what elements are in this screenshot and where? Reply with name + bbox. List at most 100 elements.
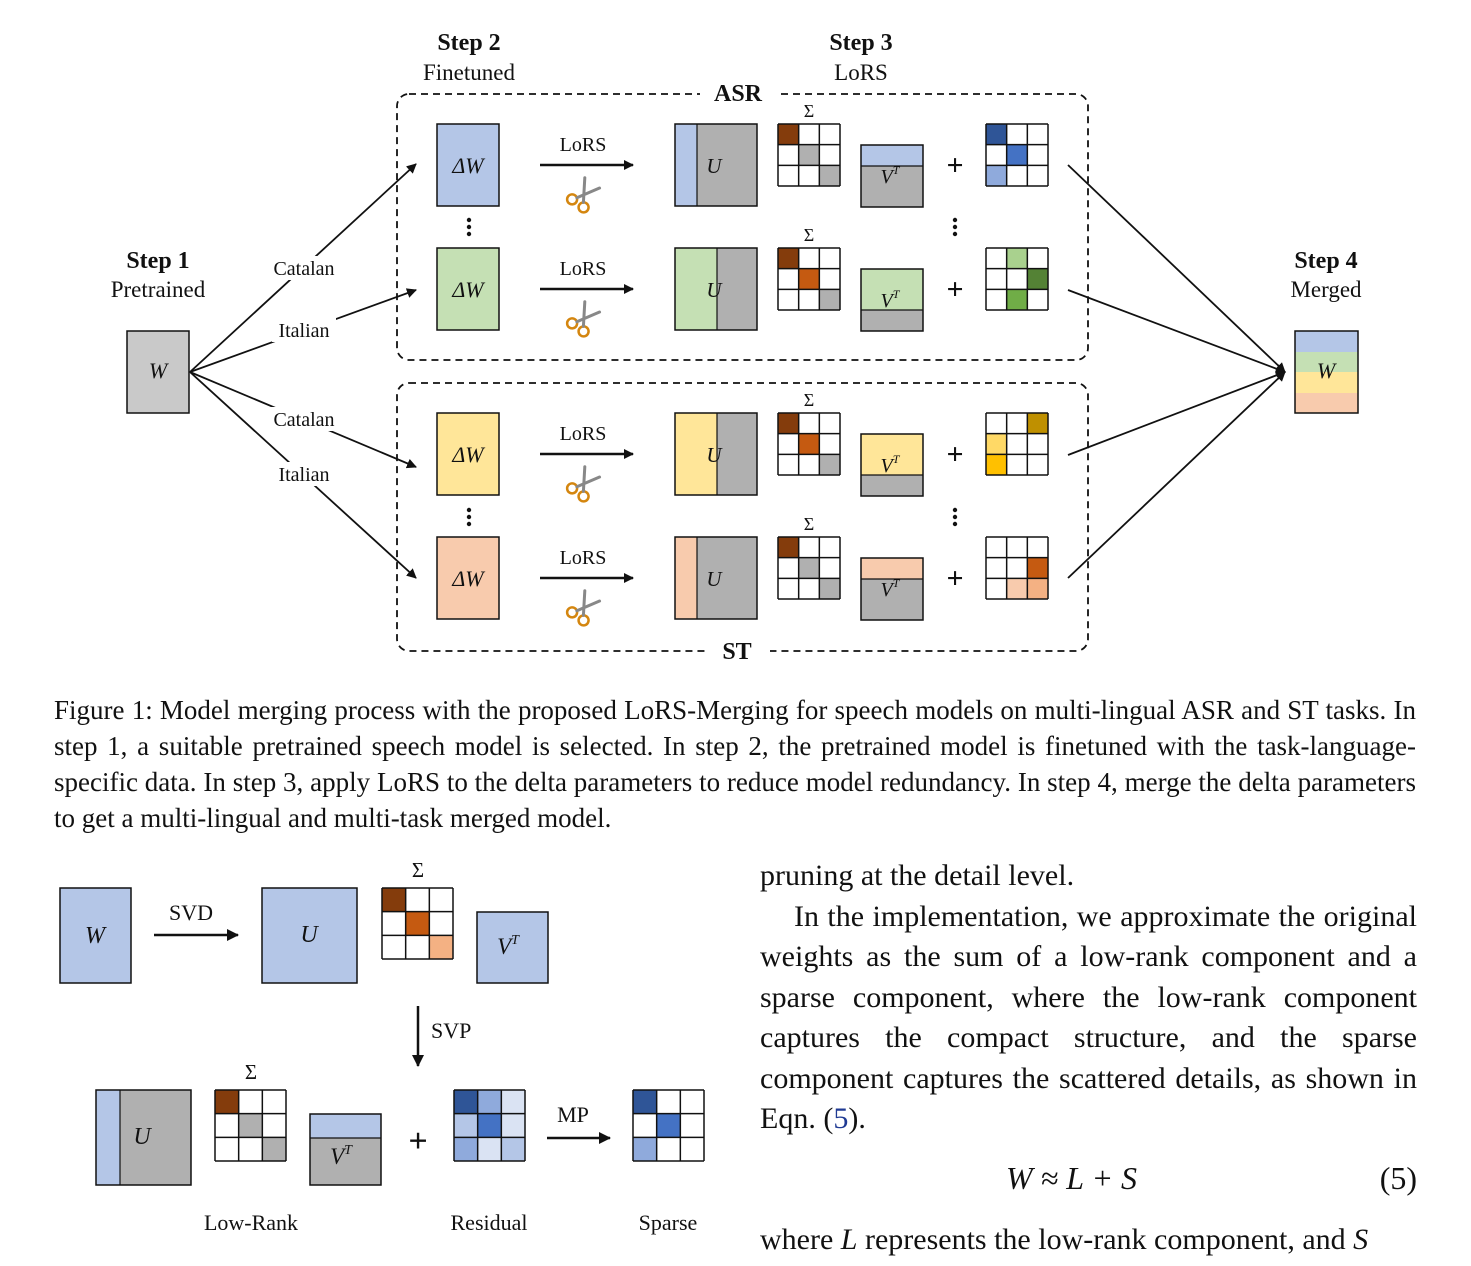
svg-text:U: U [300,922,319,948]
scissors-icon [563,587,604,629]
svg-text:ΔW: ΔW [451,277,485,302]
svg-text:ΔW: ΔW [451,153,485,178]
ellipsis-dots [466,217,958,527]
figure-1-caption: Figure 1: Model merging process with the… [54,695,1416,833]
sigma-label: Σ [804,101,814,121]
fig2-residual-matrix [453,1089,526,1162]
step-2-title: Step 2 [437,30,500,56]
sigma-label: Σ [804,514,814,534]
delta-w-matrix: ΔW [436,412,500,496]
scissors-icon [563,463,604,505]
vt-matrix: VT [860,268,924,332]
fig2-plus-sign: + [408,1123,427,1160]
fig2-lowrank-sigma-label: Σ [245,1060,257,1084]
plus-sign: + [946,438,963,471]
asr-row-1: ΔW LoRS U Σ VT + [436,101,1049,216]
fig2-u-matrix: U [261,887,358,984]
delta-w-matrix: ΔW [436,123,500,207]
fig2-lowrank-u-matrix: U [95,1089,192,1186]
vt-matrix: VT [860,144,924,208]
equation-reference-link[interactable]: 5 [833,1102,849,1135]
sparse-matrix [985,247,1049,311]
svg-text:W: W [1317,358,1337,383]
sigma-matrix [777,536,841,600]
step-1-title: Step 1 [126,248,189,274]
svd-label: SVD [169,900,213,925]
sparse-matrix [985,123,1049,187]
sigma-label: Σ [804,390,814,410]
scissors-icon [563,298,604,340]
plus-sign: + [946,562,963,595]
svg-text:U: U [706,154,723,178]
sigma-label: Σ [804,225,814,245]
plus-sign: + [946,273,963,306]
step-3-header: Step 3 LoRS [829,30,892,85]
step-3-title: Step 3 [829,30,892,56]
fan-out-arrows [189,163,417,579]
sparse-matrix [985,412,1049,476]
merge-arrows [1067,164,1286,579]
equation-number: (5) [1379,1160,1417,1196]
sigma-matrix [777,412,841,476]
paragraph-1: pruning at the detail level. [760,859,1075,892]
u-matrix: U [674,412,758,496]
merged-w-matrix: W [1294,330,1359,414]
equation-5: W ≈ L + S (5) [760,1160,1417,1204]
st-group-box: ST [396,382,1089,666]
lors-label: LoRS [560,258,607,280]
label-low-rank: Low-Rank [204,1210,298,1235]
step-4-header: Step 4 Merged [1290,248,1362,302]
step-1-header: Step 1 Pretrained [111,248,206,302]
asr-group-box: ASR [396,80,1089,361]
fig2-w-matrix: W [59,887,132,984]
lors-label: LoRS [560,134,607,156]
paragraph-3: where L represents the low-rank componen… [760,1223,1369,1256]
step-4-title: Step 4 [1294,248,1357,274]
delta-w-matrix: ΔW [436,247,500,331]
svg-text:U: U [706,443,723,467]
scissors-icon [563,174,604,216]
u-matrix: U [674,123,758,207]
plus-sign: + [946,149,963,182]
fig2-sigma-label: Σ [412,858,424,882]
lors-label: LoRS [560,547,607,569]
sigma-matrix [777,123,841,187]
fig2-lowrank-sigma-matrix [214,1089,287,1162]
fig2-vt-matrix: VT [476,911,549,984]
st-row-2: ΔW LoRS U Σ VT + [436,514,1049,629]
branch-labels: Catalan Italian Catalan Italian [268,256,340,486]
u-matrix: U [674,247,758,331]
svg-text:W: W [149,358,169,383]
vt-matrix: VT [860,557,924,621]
figure-1: Step 1 Pretrained Step 2 Finetuned Step … [111,30,1362,666]
branch-label-asr-catalan: Catalan [273,258,334,280]
branch-label-st-catalan: Catalan [273,409,334,431]
label-sparse: Sparse [639,1210,698,1235]
sigma-matrix [777,247,841,311]
u-matrix: U [674,536,758,620]
lors-label: LoRS [560,423,607,445]
svg-text:W: W [85,923,107,949]
svp-label: SVP [431,1018,471,1043]
svg-text:ΔW: ΔW [451,442,485,467]
svg-text:ΔW: ΔW [451,566,485,591]
paragraph-2: In the implementation, we approximate th… [760,899,1417,1136]
branch-label-asr-italian: Italian [278,320,329,342]
step-2-header: Step 2 Finetuned [423,30,515,85]
pretrained-w-matrix: W [126,330,190,414]
step-4-subtitle: Merged [1290,277,1362,302]
asr-row-2: ΔW LoRS U Σ VT + [436,225,1049,340]
asr-group-label: ASR [714,81,763,107]
svg-text:U: U [706,278,723,302]
equation-formula: W ≈ L + S [1006,1160,1138,1196]
step-1-subtitle: Pretrained [111,277,206,302]
svg-text:U: U [706,567,723,591]
fig2-sparse-matrix [632,1089,705,1162]
fig2-lowrank-vt-matrix: VT [309,1113,382,1186]
sparse-matrix [985,536,1049,600]
svg-text:U: U [133,1124,152,1150]
mp-label: MP [557,1102,589,1127]
step-3-subtitle: LoRS [834,60,888,85]
